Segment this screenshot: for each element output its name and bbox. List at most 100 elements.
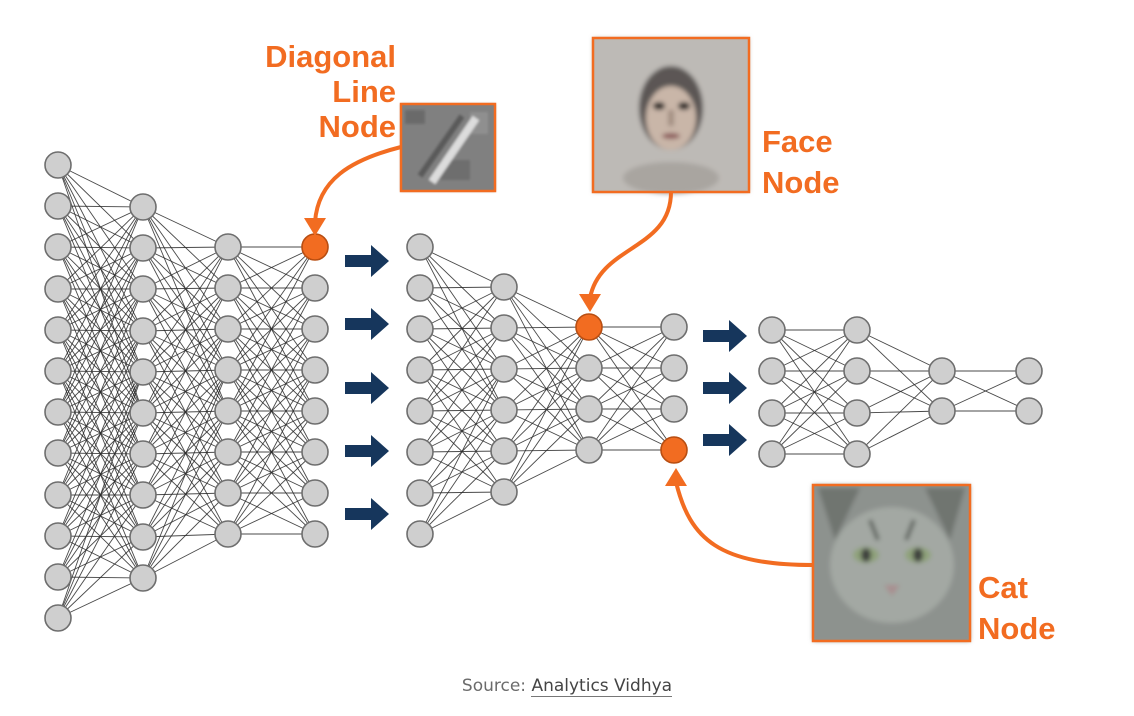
- connection-edge: [588, 326, 675, 410]
- connection-edge: [57, 371, 144, 578]
- connection-edge: [227, 287, 316, 453]
- network-node: [214, 520, 242, 548]
- cat-node-label: Cat Node: [978, 570, 1056, 646]
- network-node: [214, 233, 242, 261]
- connection-edge: [227, 246, 316, 289]
- connection-edge: [57, 371, 144, 619]
- connection-edge: [771, 329, 858, 455]
- arrow-right-icon: [345, 372, 389, 404]
- network-node: [843, 316, 871, 344]
- network-node: [129, 275, 157, 303]
- network-node: [44, 151, 72, 179]
- connection-edge: [57, 412, 144, 619]
- highlighted-node: [301, 233, 329, 261]
- network-node: [406, 274, 434, 302]
- network-node: [928, 357, 956, 385]
- network-node: [44, 192, 72, 220]
- network-node: [843, 440, 871, 468]
- connection-edge: [227, 369, 316, 535]
- network-node: [1015, 397, 1043, 425]
- network-node: [44, 316, 72, 344]
- connection-edge: [419, 286, 505, 371]
- network-node: [575, 436, 603, 464]
- connection-edge: [419, 409, 505, 535]
- network-node: [129, 234, 157, 262]
- network-node: [214, 356, 242, 384]
- network-node: [490, 314, 518, 342]
- network-node: [129, 523, 157, 551]
- connection-edge: [771, 329, 858, 372]
- arrow-right-icon: [345, 308, 389, 340]
- network-node: [575, 395, 603, 423]
- connection-edge: [227, 492, 316, 535]
- network-node: [406, 356, 434, 384]
- connection-edge: [57, 494, 144, 619]
- connection-edge: [503, 326, 590, 452]
- network-node: [406, 479, 434, 507]
- network-node: [129, 317, 157, 345]
- connection-edge: [419, 368, 505, 453]
- network-node: [129, 399, 157, 427]
- connection-edge: [227, 246, 316, 412]
- connection-edge: [419, 491, 505, 535]
- connection-edge: [142, 246, 229, 249]
- network-node: [129, 481, 157, 509]
- connection-edge: [57, 247, 144, 454]
- label-line-3: Node: [319, 109, 397, 144]
- network-node: [301, 274, 329, 302]
- connection-edge: [227, 246, 316, 371]
- connection-edge: [142, 369, 229, 496]
- face-node-label: Face Node: [762, 124, 840, 200]
- connection-edge: [142, 246, 229, 332]
- connection-edge: [57, 577, 144, 619]
- connection-edge: [142, 287, 229, 455]
- connection-edge: [588, 367, 675, 451]
- network-node: [928, 397, 956, 425]
- network-node: [758, 399, 786, 427]
- network-node: [406, 438, 434, 466]
- network-node: [129, 564, 157, 592]
- network-node: [44, 439, 72, 467]
- connection-edge: [57, 536, 144, 619]
- source-link[interactable]: Analytics Vidhya: [531, 676, 673, 697]
- network-node: [843, 357, 871, 385]
- network-nodes: [44, 151, 1043, 632]
- connection-edge: [57, 206, 144, 413]
- connection-edge: [419, 327, 505, 412]
- neural-network-diagram: Diagonal Line Node Face Node Cat Node: [44, 36, 1056, 646]
- connection-edge: [503, 286, 590, 328]
- connection-edge: [57, 206, 144, 290]
- network-node: [44, 357, 72, 385]
- connection-edge: [771, 412, 858, 455]
- network-node: [44, 398, 72, 426]
- network-node: [214, 274, 242, 302]
- network-node: [44, 563, 72, 591]
- network-node: [660, 354, 688, 382]
- arrow-right-icon: [345, 435, 389, 467]
- connection-edge: [227, 328, 316, 453]
- label-line-1: Diagonal: [265, 39, 396, 74]
- arrow-right-icon: [703, 424, 747, 456]
- connection-edge: [419, 286, 505, 412]
- network-node: [301, 315, 329, 343]
- network-node: [843, 399, 871, 427]
- connection-edge: [142, 206, 229, 248]
- connection-edge: [503, 408, 590, 493]
- connection-edge: [503, 449, 590, 493]
- diagonal-line-node-label: Diagonal Line Node: [265, 39, 396, 144]
- network-node: [129, 193, 157, 221]
- connection-edge: [142, 451, 229, 579]
- connection-edge: [142, 533, 229, 579]
- connection-edge: [142, 369, 229, 579]
- label-line-2: Line: [332, 74, 396, 109]
- connection-edge: [57, 453, 144, 619]
- network-node: [129, 358, 157, 386]
- connection-edge: [503, 326, 590, 493]
- connection-edge: [57, 330, 144, 537]
- connection-edge: [142, 287, 229, 414]
- connection-edge: [227, 451, 316, 535]
- network-node: [758, 316, 786, 344]
- connection-edge: [57, 205, 144, 208]
- network-node: [214, 315, 242, 343]
- network-node: [406, 520, 434, 548]
